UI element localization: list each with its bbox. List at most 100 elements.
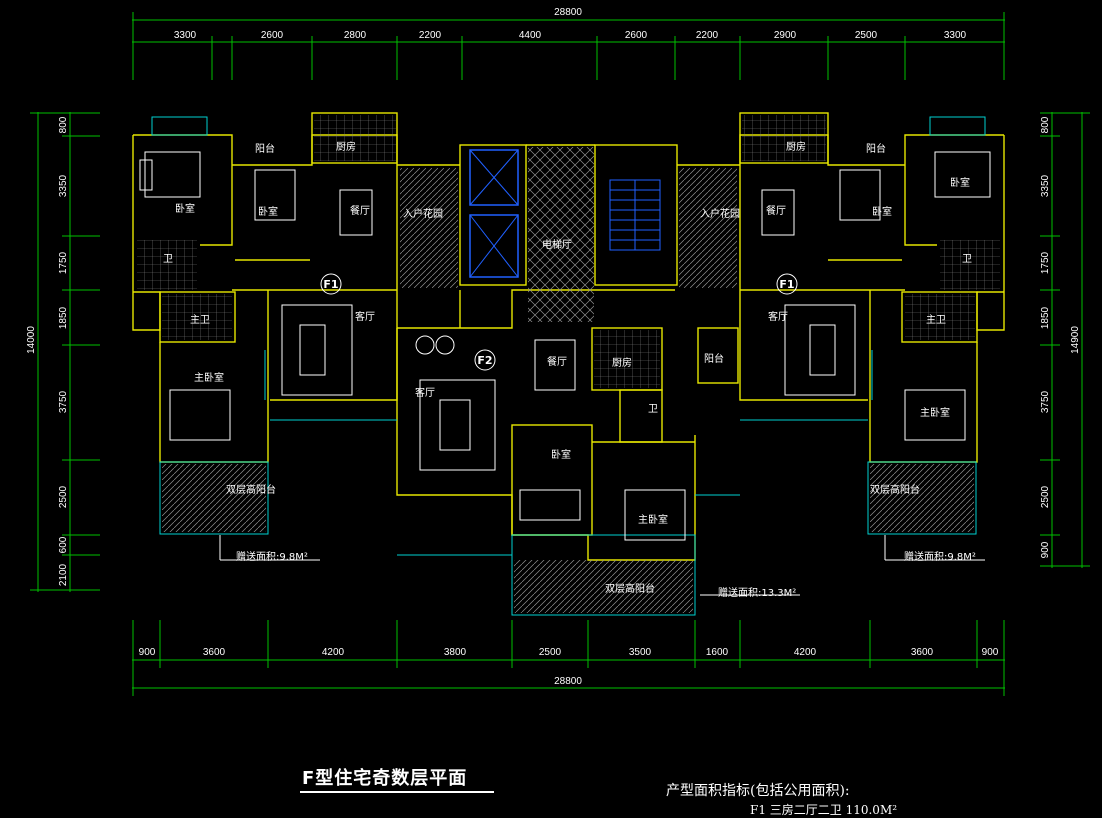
area-index-row: F1 三房二厅二卫 110.0M² <box>750 803 898 817</box>
master-bath-floor-left <box>162 294 232 340</box>
bath-floor-right <box>940 240 1000 290</box>
elevator-hall-floor <box>528 147 594 322</box>
room-label-master-bedroom: 主卧室 <box>194 371 224 384</box>
room-label-entry-garden: 入户花园 <box>403 207 443 220</box>
left-dimension: 600 <box>58 536 69 553</box>
double-balcony-floor-center <box>514 560 693 613</box>
dimension-lines <box>30 12 1090 696</box>
room-label-entry-garden: 入户花园 <box>700 207 740 220</box>
top-dimension: 2200 <box>696 30 719 41</box>
top-dimension: 2500 <box>855 30 878 41</box>
unit-marker-circle <box>776 273 798 295</box>
room-label-master-bath: 主卫 <box>926 314 946 326</box>
bottom-dimension: 1600 <box>706 647 729 658</box>
bottom-dimension: 900 <box>982 647 999 658</box>
unit-markers: F1 F2 F1 <box>320 273 798 371</box>
left-total-dimension: 14000 <box>26 326 37 354</box>
top-dimension: 2600 <box>625 30 648 41</box>
gift-area-note-right: 赠送面积:9.8M² <box>904 550 976 563</box>
unit-label-f1: F1 <box>323 278 338 291</box>
bottom-dimension: 3600 <box>911 647 934 658</box>
kitchen-floor-left <box>314 115 396 161</box>
floor-plan-drawing: 28800 3300 2600 2800 2200 4400 2600 2200… <box>26 7 1090 696</box>
right-dimension: 900 <box>1040 541 1051 558</box>
unit-label-f2: F2 <box>477 354 492 367</box>
bottom-dimension: 3800 <box>444 647 467 658</box>
room-label-kitchen: 厨房 <box>612 356 632 369</box>
elevator-shafts <box>469 149 519 278</box>
windows-balconies <box>151 116 986 616</box>
room-label-dining: 餐厅 <box>766 204 786 217</box>
room-label-bedroom: 卧室 <box>551 448 571 461</box>
room-label-bedroom: 卧室 <box>258 205 278 218</box>
room-label-bedroom: 卧室 <box>872 205 892 218</box>
bottom-dimension: 4200 <box>794 647 817 658</box>
right-dimension: 2500 <box>1040 485 1051 508</box>
gift-area-note-left: 赠送面积:9.8M² <box>236 550 308 563</box>
room-label-living: 客厅 <box>355 310 375 323</box>
furniture <box>139 151 991 541</box>
gift-area-note-center: 赠送面积:13.3M² <box>718 586 796 599</box>
kitchen-floor-right <box>742 115 826 161</box>
room-label-double-balcony: 双层高阳台 <box>226 483 276 496</box>
entry-garden-floor-right <box>679 168 737 288</box>
drawing-title: F型住宅奇数层平面 <box>302 768 468 789</box>
kitchen-floor-center <box>594 330 660 388</box>
right-dimension: 3350 <box>1040 174 1051 197</box>
room-label-bath: 卫 <box>962 254 972 265</box>
bottom-total-dimension: 28800 <box>554 676 582 687</box>
room-label-elevator-hall: 电梯厅 <box>542 238 572 251</box>
room-label-master-bedroom: 主卧室 <box>638 513 668 526</box>
title-underline <box>300 791 494 793</box>
unit-label-f1: F1 <box>779 278 794 291</box>
room-label-living: 客厅 <box>768 310 788 323</box>
staircase <box>609 179 661 251</box>
gift-area-notes: 赠送面积:9.8M² 赠送面积:13.3M² 赠送面积:9.8M² <box>219 535 985 599</box>
room-label-kitchen: 厨房 <box>336 140 356 153</box>
top-dimension: 2200 <box>419 30 442 41</box>
room-label-master-bath: 主卫 <box>190 314 210 326</box>
left-dimension: 3350 <box>58 174 69 197</box>
double-balcony-floor-right <box>870 464 974 532</box>
bottom-dimension: 2500 <box>539 647 562 658</box>
room-label-master-bedroom: 主卧室 <box>920 406 950 419</box>
left-dimension: 2500 <box>58 485 69 508</box>
master-bath-floor-right <box>905 294 975 340</box>
room-label-living: 客厅 <box>415 386 435 399</box>
bottom-dimension: 3600 <box>203 647 226 658</box>
top-total-dimension: 28800 <box>554 7 582 18</box>
room-label-bedroom: 卧室 <box>175 202 195 215</box>
right-dimension: 800 <box>1040 116 1051 133</box>
right-total-dimension: 14900 <box>1070 326 1081 354</box>
room-labels: 阳台 厨房 卧室 卧室 餐厅 入户花园 电梯厅 入户花园 餐厅 卧室 卧室 厨房… <box>163 140 972 595</box>
top-dimension: 3300 <box>944 30 967 41</box>
room-label-dining: 餐厅 <box>350 204 370 217</box>
bath-floor-left <box>137 240 197 290</box>
room-label-kitchen: 厨房 <box>786 140 806 153</box>
left-dimension: 3750 <box>58 390 69 413</box>
top-dimension: 2600 <box>261 30 284 41</box>
top-dimension: 2800 <box>344 30 367 41</box>
room-label-balcony: 阳台 <box>255 142 275 155</box>
left-dimension: 1850 <box>58 306 69 329</box>
room-label-double-balcony: 双层高阳台 <box>605 582 655 595</box>
bottom-dimension: 900 <box>139 647 156 658</box>
entry-garden-floor-left <box>400 168 458 288</box>
area-index-title: 产型面积指标(包括公用面积): <box>666 783 850 799</box>
right-dimension: 1750 <box>1040 251 1051 274</box>
room-label-balcony: 阳台 <box>866 142 886 155</box>
room-label-bath: 卫 <box>648 404 658 415</box>
left-dimension: 800 <box>58 116 69 133</box>
room-label-bedroom: 卧室 <box>950 176 970 189</box>
room-label-double-balcony: 双层高阳台 <box>870 483 920 496</box>
unit-marker-circle <box>320 273 342 295</box>
left-dimension: 2100 <box>58 563 69 586</box>
top-dimension: 4400 <box>519 30 542 41</box>
double-balcony-floor-left <box>162 464 266 532</box>
unit-marker-circle <box>474 349 496 371</box>
dimension-labels: 28800 3300 2600 2800 2200 4400 2600 2200… <box>26 7 1081 687</box>
right-dimension: 1850 <box>1040 306 1051 329</box>
right-dimension: 3750 <box>1040 390 1051 413</box>
top-dimension: 3300 <box>174 30 197 41</box>
bottom-dimension: 4200 <box>322 647 345 658</box>
